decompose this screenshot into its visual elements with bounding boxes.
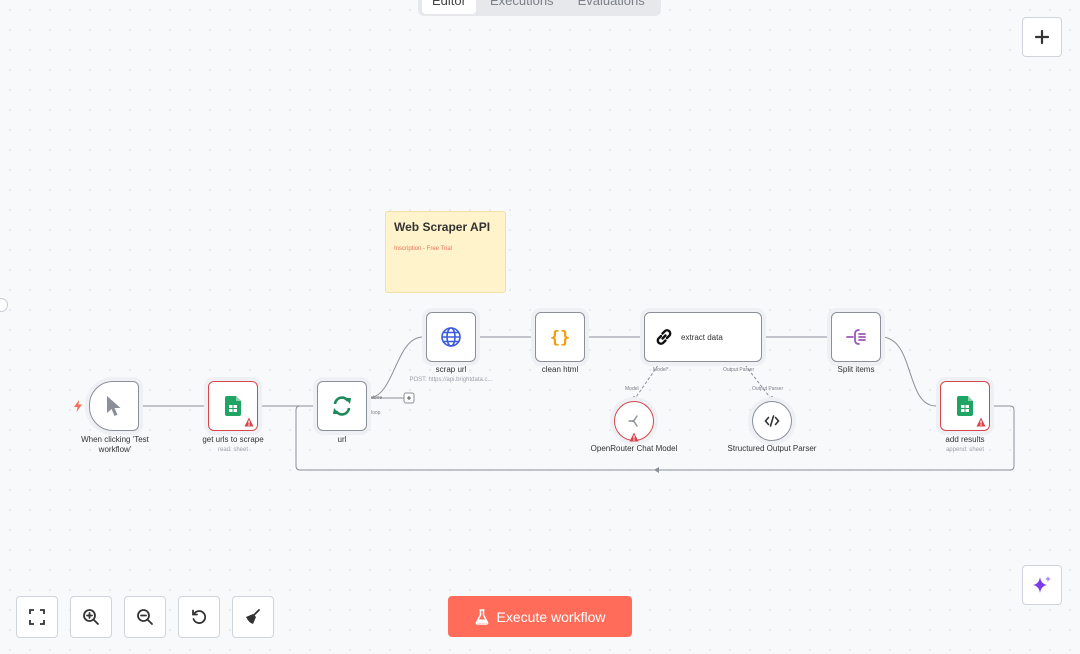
node-url-loop[interactable] — [317, 381, 367, 431]
split-icon — [846, 329, 866, 345]
connection-split-add — [880, 336, 937, 407]
add-node-button[interactable] — [1022, 17, 1062, 57]
link-icon — [656, 329, 672, 345]
view-tabs: Editor Executions Evaluations — [418, 0, 661, 16]
execute-workflow-button[interactable]: Execute workflow — [448, 596, 632, 637]
cursor-icon — [107, 396, 121, 416]
node-get-urls[interactable] — [208, 381, 258, 431]
broom-icon — [246, 609, 260, 624]
sheets-icon — [957, 396, 973, 416]
connection-model — [633, 360, 662, 401]
sheets-icon — [225, 396, 241, 416]
warning-icon — [629, 432, 639, 442]
lightning-icon — [74, 400, 82, 412]
port-label-parser: Output Parser — [752, 386, 784, 392]
openrouter-icon — [628, 415, 638, 427]
node-clean-html[interactable]: {} — [535, 312, 585, 362]
node-label-trigger: When clicking 'Test workflow' — [81, 435, 149, 454]
node-label-scrap-url: scrap url — [435, 365, 467, 374]
code-icon — [764, 415, 780, 427]
port-label-done: done — [371, 395, 383, 401]
node-label-get-urls: get urls to scrape — [202, 435, 264, 444]
loop-icon — [333, 396, 351, 416]
node-sub-add-results: append: sheet — [945, 447, 985, 453]
flask-icon — [475, 608, 488, 625]
port-label-model: Model — [625, 386, 639, 392]
tab-evaluations[interactable]: Evaluations — [577, 0, 645, 8]
node-label-parser: Structured Output Parser — [727, 444, 817, 453]
plus-icon — [1034, 29, 1050, 45]
reset-icon — [192, 609, 207, 624]
node-openrouter-model[interactable] — [614, 401, 654, 442]
zoom-out-icon — [137, 609, 153, 625]
ask-ai-button[interactable] — [1022, 565, 1062, 605]
sticky-link[interactable]: Inscription - Free Trial — [394, 246, 453, 252]
port-label-output-parser: Output Parser — [723, 367, 755, 373]
port-label-model-star: Model* — [653, 367, 669, 373]
tidy-up-button[interactable] — [232, 596, 274, 638]
reset-zoom-button[interactable] — [178, 596, 220, 638]
connection-parser — [741, 360, 773, 401]
warning-icon — [976, 417, 986, 427]
connection-url-scrap — [367, 336, 424, 399]
sparkle-icon — [1033, 576, 1051, 593]
zoom-out-button[interactable] — [124, 596, 166, 638]
svg-text:{}: {} — [550, 328, 570, 348]
node-manual-trigger[interactable] — [89, 381, 139, 431]
node-label-openrouter: OpenRouter Chat Model — [590, 444, 678, 453]
warning-icon — [244, 417, 254, 427]
connection-add-loopback — [295, 405, 1015, 471]
tab-editor[interactable]: Editor — [422, 0, 476, 14]
zoom-in-button[interactable] — [70, 596, 112, 638]
execute-workflow-label: Execute workflow — [496, 608, 606, 625]
node-sub-get-urls: read: sheet — [217, 447, 249, 453]
node-split-items[interactable] — [831, 312, 881, 362]
node-label-split-items: Split items — [837, 365, 875, 374]
zoom-in-icon — [83, 609, 99, 625]
node-scrap-url[interactable] — [426, 312, 476, 362]
fit-view-icon — [29, 609, 45, 625]
node-label-url: url — [337, 435, 347, 444]
node-sub-scrap-url: POST: https://api.brightdata.c... — [409, 377, 493, 383]
node-extract-data[interactable]: extract data — [644, 312, 762, 362]
sticky-note[interactable]: Web Scraper API Inscription - Free Trial — [385, 211, 506, 293]
globe-icon — [441, 327, 461, 347]
braces-icon: {} — [550, 328, 570, 348]
node-title-extract-data: extract data — [681, 332, 723, 342]
port-label-loop: loop — [371, 410, 381, 416]
sticky-title: Web Scraper API — [394, 220, 491, 234]
node-add-results[interactable] — [940, 381, 990, 431]
node-label-add-results: add results — [945, 435, 985, 444]
tab-executions[interactable]: Executions — [489, 0, 554, 8]
node-label-clean-html: clean html — [541, 365, 579, 374]
node-structured-output-parser[interactable] — [752, 401, 792, 441]
fit-view-button[interactable] — [16, 596, 58, 638]
